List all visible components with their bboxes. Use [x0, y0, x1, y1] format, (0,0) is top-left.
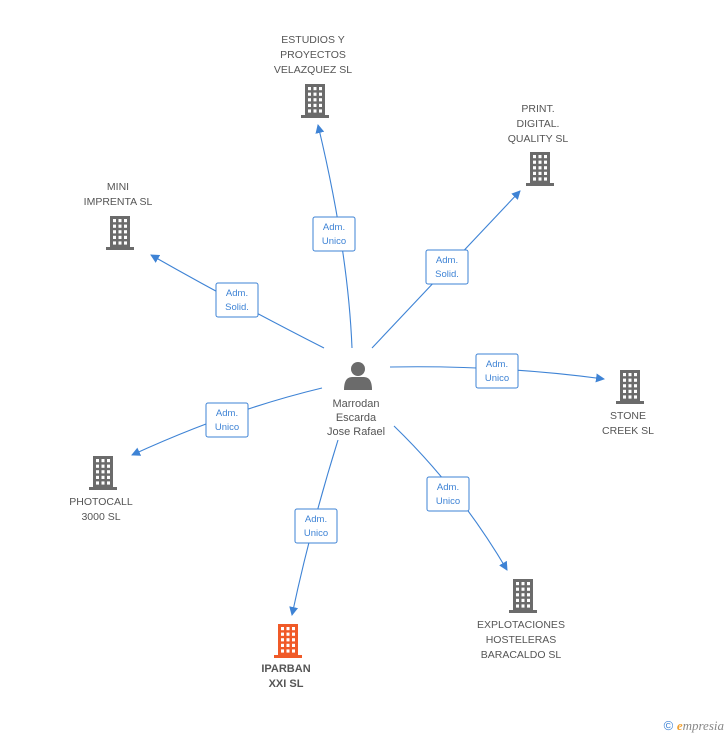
company-label: PHOTOCALL: [69, 496, 133, 508]
brand-logo-text: mpresia: [682, 718, 724, 733]
relation-label: Adm.: [436, 255, 458, 266]
company-label: IPARBAN: [261, 663, 310, 675]
company-label: PRINT.: [521, 103, 554, 115]
company-label: ESTUDIOS Y: [281, 34, 344, 46]
company-node-print[interactable]: PRINT. DIGITAL. QUALITY SL: [508, 103, 569, 186]
company-label: EXPLOTACIONES: [477, 619, 565, 631]
building-icon[interactable]: [526, 152, 554, 186]
relation-badge-mini[interactable]: Adm. Solid.: [215, 282, 259, 318]
relation-badge-photocall[interactable]: Adm. Unico: [205, 402, 249, 438]
company-label: IMPRENTA SL: [84, 196, 153, 208]
person-label: Escarda: [336, 412, 377, 424]
relation-label: Adm.: [226, 288, 248, 299]
relation-label: Unico: [304, 528, 328, 539]
company-label: XXI SL: [269, 678, 304, 690]
building-icon[interactable]: [301, 84, 329, 118]
person-label: Jose Rafael: [327, 426, 385, 438]
relation-badge-estudios[interactable]: Adm. Unico: [312, 216, 356, 252]
brand-logo-initial: e: [676, 718, 683, 733]
building-icon[interactable]: [106, 216, 134, 250]
relation-label: Adm.: [437, 482, 459, 493]
building-icon[interactable]: [616, 370, 644, 404]
relation-label: Unico: [215, 422, 239, 433]
company-label: QUALITY SL: [508, 133, 569, 145]
building-icon[interactable]: [274, 624, 302, 658]
building-icon[interactable]: [89, 456, 117, 490]
relation-label: Unico: [322, 236, 346, 247]
copyright-symbol: ©: [663, 718, 674, 733]
company-label: MINI: [107, 181, 129, 193]
company-node-photocall[interactable]: PHOTOCALL 3000 SL: [69, 456, 133, 523]
relation-badge-explotaciones[interactable]: Adm. Unico: [426, 476, 470, 512]
relation-label: Solid.: [225, 302, 249, 313]
company-label: BARACALDO SL: [481, 649, 562, 661]
company-node-explotaciones[interactable]: EXPLOTACIONES HOSTELERAS BARACALDO SL: [477, 579, 565, 661]
company-node-iparban[interactable]: IPARBAN XXI SL: [261, 624, 311, 690]
company-label: VELAZQUEZ SL: [274, 64, 352, 76]
relation-label: Adm.: [323, 222, 345, 233]
person-label: Marrodan: [332, 398, 379, 410]
person-icon[interactable]: [344, 362, 372, 390]
company-label: DIGITAL.: [517, 118, 560, 130]
footer-brand: © empresia: [664, 718, 724, 734]
company-label: HOSTELERAS: [486, 634, 557, 646]
relation-badge-print[interactable]: Adm. Solid.: [425, 249, 469, 285]
building-icon[interactable]: [509, 579, 537, 613]
relation-label: Adm.: [305, 514, 327, 525]
company-label: STONE: [610, 410, 646, 422]
relation-label: Unico: [436, 496, 460, 507]
relation-badge-stone[interactable]: Adm. Unico: [475, 353, 519, 389]
company-label: PROYECTOS: [280, 49, 346, 61]
company-label: 3000 SL: [81, 511, 120, 523]
relation-label: Solid.: [435, 269, 459, 280]
relation-label: Unico: [485, 373, 509, 384]
relation-badge-iparban[interactable]: Adm. Unico: [294, 508, 338, 544]
relation-label: Adm.: [486, 359, 508, 370]
company-node-estudios[interactable]: ESTUDIOS Y PROYECTOS VELAZQUEZ SL: [274, 34, 352, 118]
company-label: CREEK SL: [602, 425, 654, 437]
company-node-stone[interactable]: STONE CREEK SL: [602, 370, 654, 437]
relation-label: Adm.: [216, 408, 238, 419]
company-node-mini[interactable]: MINI IMPRENTA SL: [84, 181, 153, 250]
